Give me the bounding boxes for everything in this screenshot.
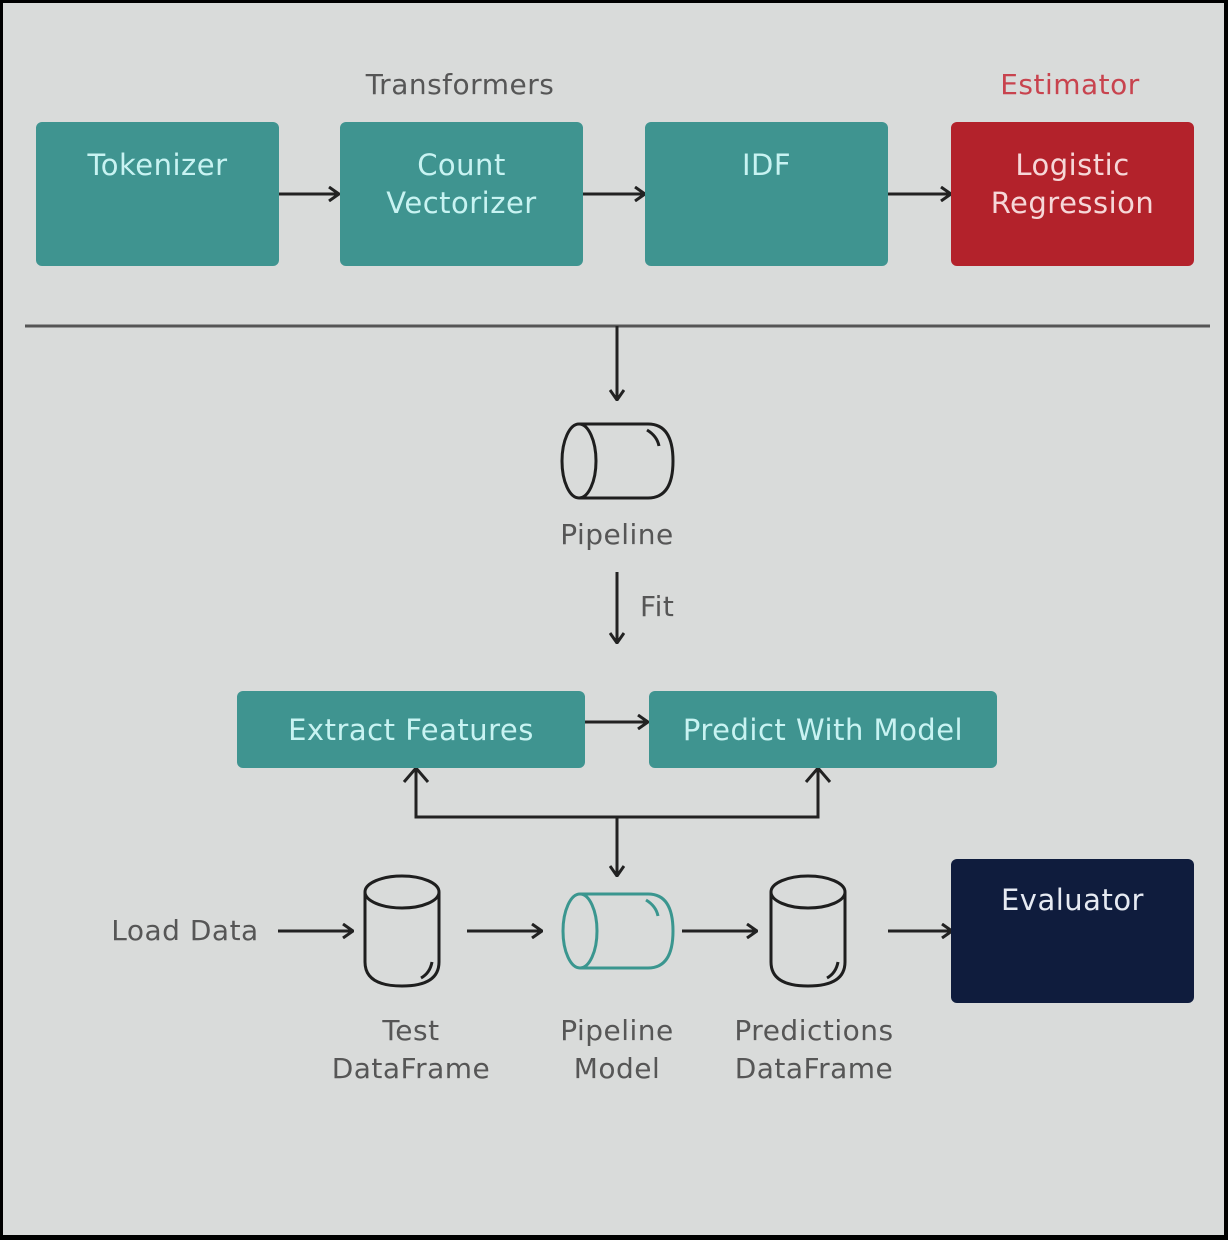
- transformers-label: Transformers: [365, 68, 555, 101]
- stage-tokenizer[interactable]: Tokenizer: [36, 122, 279, 266]
- extract-features-box[interactable]: Extract Features: [237, 691, 585, 768]
- evaluator-box[interactable]: Evaluator: [951, 859, 1194, 1003]
- pipeline-label: Pipeline: [560, 518, 674, 551]
- stage-idf[interactable]: IDF: [645, 122, 888, 266]
- fit-label: Fit: [640, 590, 675, 623]
- estimator-label: Estimator: [1000, 68, 1140, 101]
- load-data-label: Load Data: [111, 914, 259, 947]
- predictions-dataframe-label: Predictions DataFrame: [734, 1014, 894, 1085]
- stage-count-vectorizer[interactable]: Count Vectorizer: [340, 122, 583, 266]
- predict-with-model-box[interactable]: Predict With Model: [649, 691, 997, 768]
- test-dataframe-label: Test DataFrame: [331, 1014, 491, 1085]
- stage-logistic-regression[interactable]: Logistic Regression: [951, 122, 1194, 266]
- pipeline-model-label: Pipeline Model: [560, 1014, 674, 1085]
